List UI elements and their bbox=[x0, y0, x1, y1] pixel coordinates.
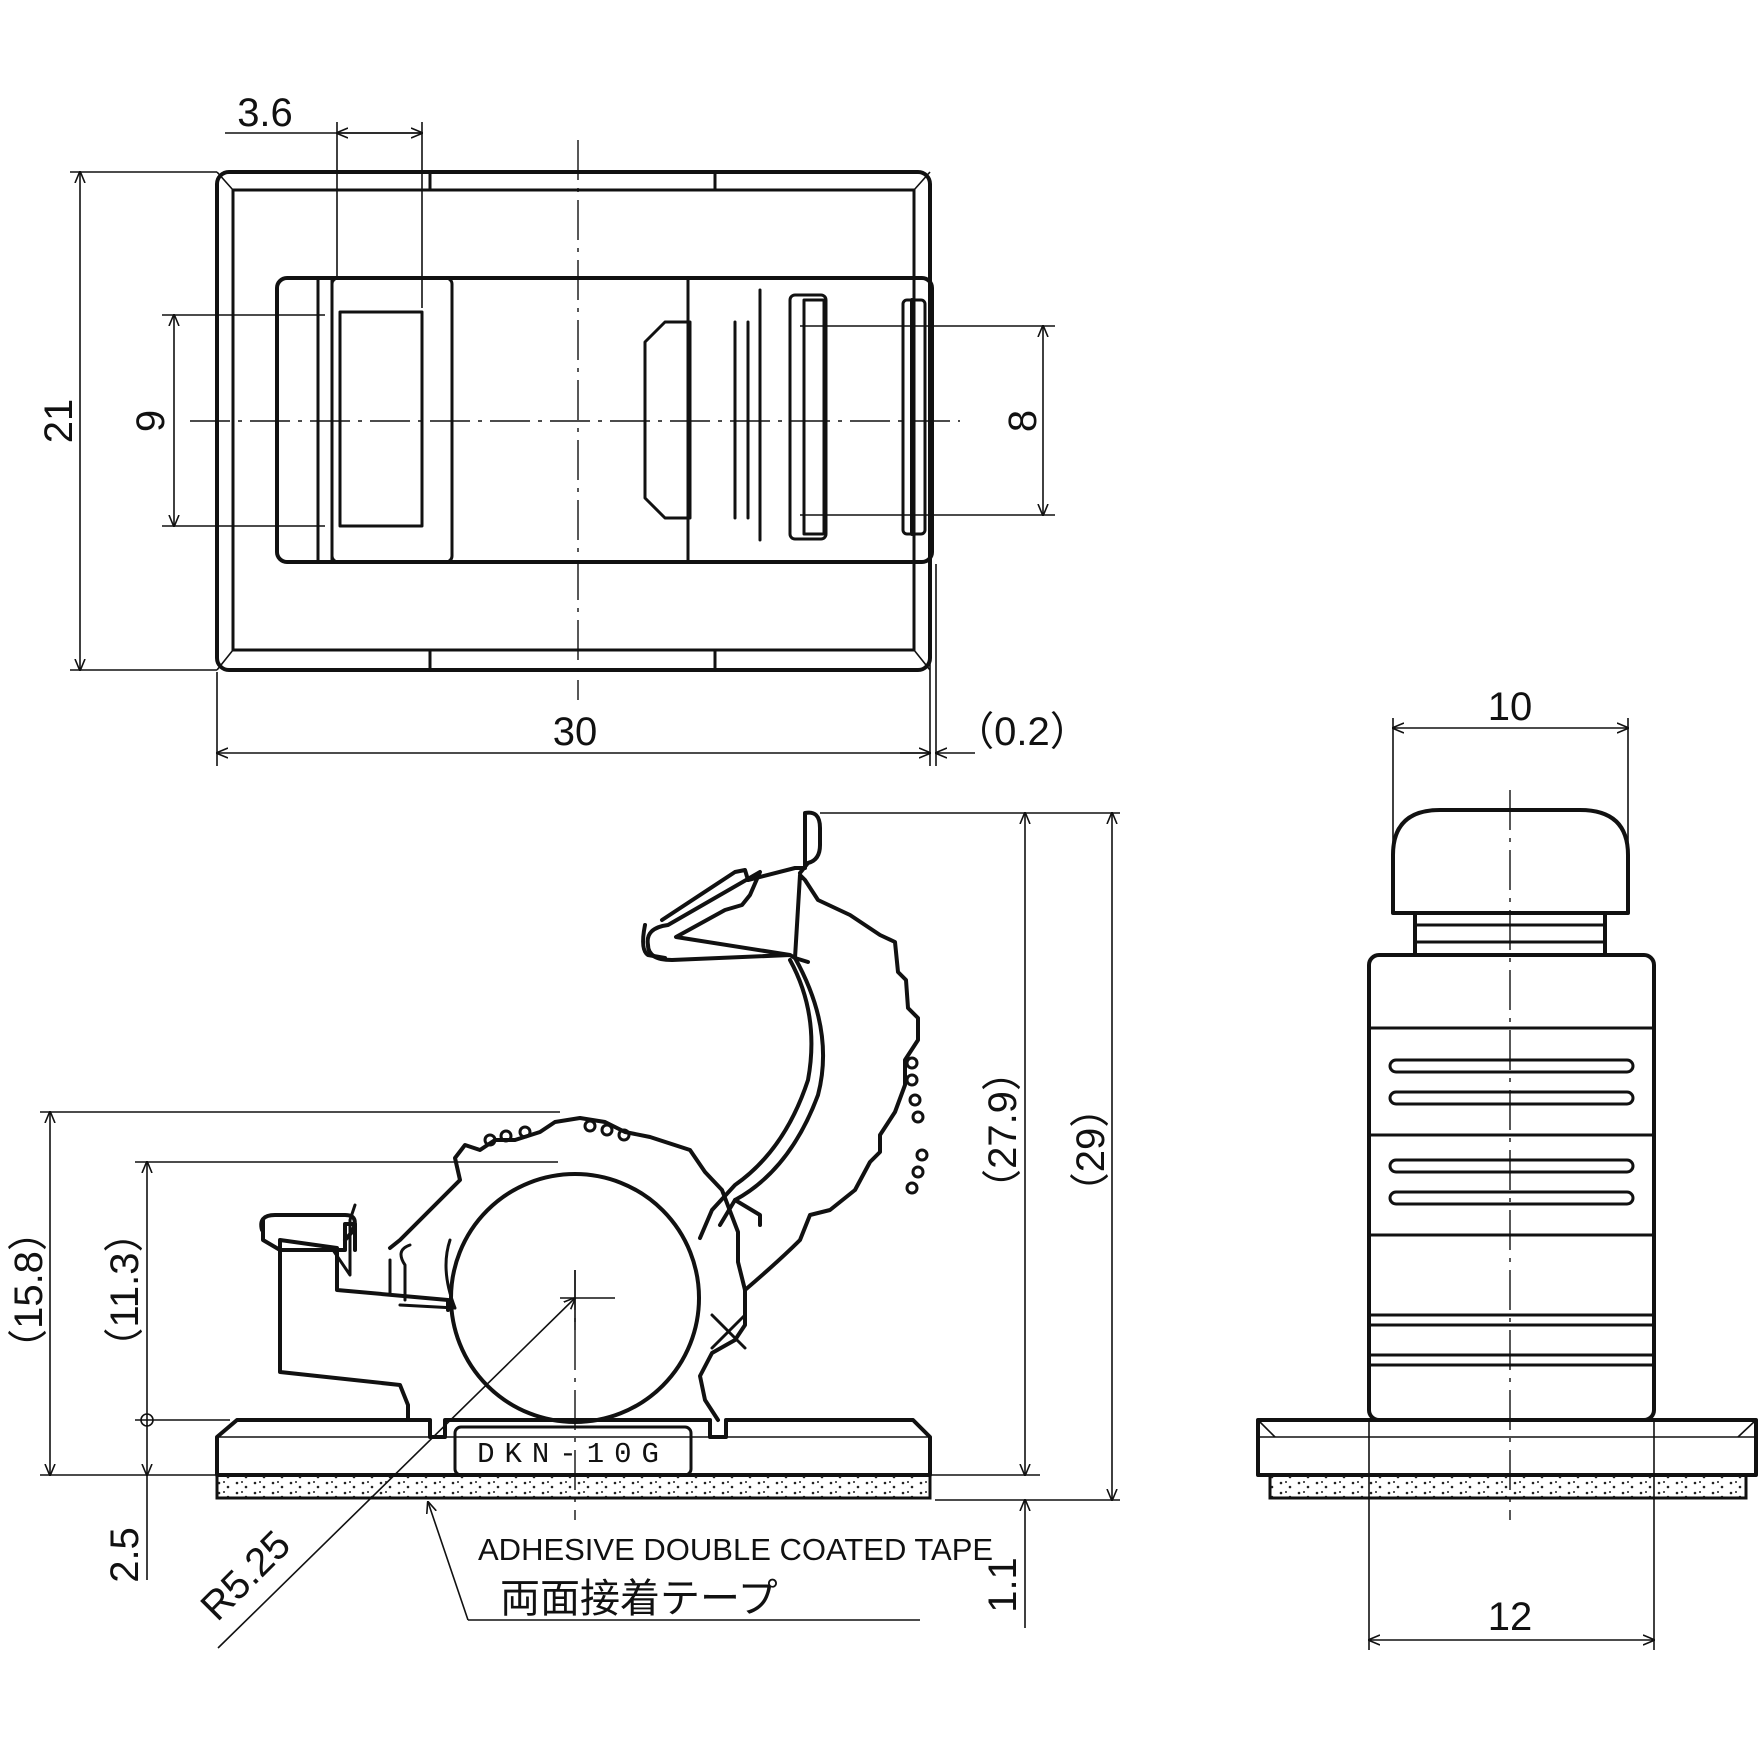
dim-height-29: （29） bbox=[1069, 1088, 1113, 1213]
front-clip-arm bbox=[718, 873, 920, 1292]
dim-radius: R5.25 bbox=[193, 1523, 300, 1630]
top-center-body bbox=[275, 276, 934, 564]
front-tape-layer bbox=[215, 1473, 932, 1500]
dim-offset: （0.2） bbox=[954, 710, 1090, 754]
dim-side-base-width: 12 bbox=[1488, 1595, 1533, 1639]
part-number: DKN-10G bbox=[477, 1438, 669, 1471]
front-base-plate bbox=[215, 1418, 932, 1477]
dim-height-27-9: （27.9） bbox=[981, 1051, 1025, 1209]
top-view bbox=[190, 140, 960, 700]
side-tape-layer bbox=[1268, 1473, 1748, 1500]
tape-caption-en: ADHESIVE DOUBLE COATED TAPE bbox=[478, 1532, 993, 1567]
dim-side-top-width: 10 bbox=[1488, 685, 1533, 729]
top-left-slot bbox=[330, 276, 454, 564]
dim-height-15-8: （15.8） bbox=[7, 1211, 51, 1369]
front-left-body bbox=[278, 1238, 450, 1422]
front-gear-ring bbox=[388, 1116, 747, 1422]
dim-tape-thickness: 1.1 bbox=[981, 1557, 1025, 1613]
dim-base-thickness: 2.5 bbox=[103, 1527, 147, 1583]
front-view-dimensions: （27.9） （29） 1.1 （15.8） （11.3） 2.5 R5.25 … bbox=[7, 813, 1120, 1649]
front-top-hook bbox=[660, 810, 822, 922]
side-cap bbox=[1391, 808, 1630, 915]
top-inner-frame bbox=[231, 188, 916, 652]
dim-overall-height: 21 bbox=[37, 399, 81, 444]
side-view-dimensions: 10 12 bbox=[1369, 685, 1654, 1650]
top-view-dimensions: 3.6 21 9 8 30 （0.2） bbox=[37, 91, 1090, 766]
dim-overall-length: 30 bbox=[553, 710, 598, 754]
dim-clip-opening: 8 bbox=[1001, 410, 1045, 432]
dim-top-small-width: 3.6 bbox=[237, 91, 293, 135]
front-view: DKN-10G bbox=[215, 810, 932, 1520]
front-latch-tab bbox=[259, 1213, 357, 1242]
side-view bbox=[1256, 790, 1758, 1520]
side-body bbox=[1367, 953, 1656, 1422]
top-clip-head bbox=[643, 320, 692, 520]
part-number-plate bbox=[453, 1425, 693, 1477]
side-base bbox=[1256, 1418, 1758, 1477]
dim-height-11-3: （11.3） bbox=[103, 1213, 147, 1368]
tape-caption-ja: 両面接着テープ bbox=[500, 1576, 778, 1622]
dim-slot-height: 9 bbox=[129, 410, 173, 432]
